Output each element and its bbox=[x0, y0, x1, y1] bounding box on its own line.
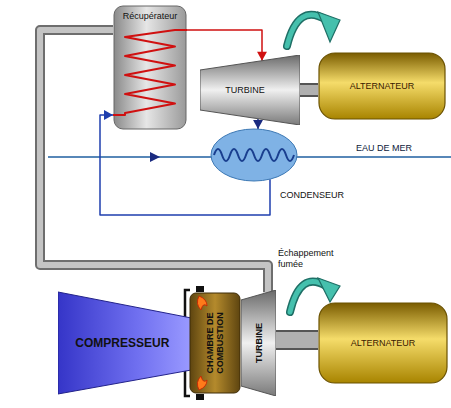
rotation-arrow bbox=[287, 15, 326, 46]
gas-turbine: TURBINE bbox=[241, 290, 276, 396]
steam-line bbox=[253, 119, 263, 129]
steam-line bbox=[187, 30, 267, 61]
alternator-body bbox=[319, 53, 445, 119]
node-label: ALTERNATEUR bbox=[350, 81, 415, 91]
heating-coil bbox=[113, 30, 187, 115]
recuperator: Récupérateur bbox=[113, 5, 187, 130]
turbine-body bbox=[200, 55, 300, 125]
alternator: ALTERNATEUR bbox=[318, 302, 448, 384]
condenser-shape bbox=[210, 128, 298, 182]
compressor: COMPRESSEUR bbox=[58, 290, 191, 396]
turbine: TURBINE bbox=[200, 55, 300, 125]
shaft-stroke bbox=[300, 85, 318, 95]
node-label: Récupérateur bbox=[123, 11, 178, 21]
rotation-arrowhead bbox=[318, 278, 340, 302]
condenser: CONDENSEUR bbox=[210, 128, 298, 182]
rotation-arrow bbox=[290, 282, 326, 312]
shaft-stroke bbox=[300, 83, 318, 97]
chamber-body bbox=[190, 293, 240, 393]
steam-line-stroke bbox=[187, 30, 262, 61]
flame bbox=[197, 376, 207, 390]
alternator-body bbox=[319, 303, 447, 383]
injector bbox=[196, 394, 204, 400]
injector bbox=[196, 286, 204, 292]
node-label: TURBINE bbox=[254, 294, 264, 392]
flame bbox=[197, 296, 207, 310]
rotation-arrow bbox=[290, 282, 326, 312]
turbine-body bbox=[241, 290, 276, 396]
flow-arrow bbox=[150, 152, 160, 162]
shaft bbox=[300, 90, 318, 91]
arrowhead bbox=[257, 52, 267, 61]
recuperator-body bbox=[114, 6, 186, 129]
edge-label: Échappement fumée bbox=[277, 248, 341, 270]
compressor-body bbox=[58, 292, 191, 394]
shaft-stroke bbox=[276, 332, 318, 348]
cooling-coil bbox=[214, 149, 294, 161]
shaft bbox=[276, 340, 318, 341]
recuperator-shape bbox=[113, 5, 187, 130]
condenser-body bbox=[211, 129, 297, 181]
stream-label: EAU DE MER bbox=[356, 143, 412, 153]
node-label: CONDENSEUR bbox=[280, 190, 344, 200]
node-label: CHAMBRE DE COMBUSTION bbox=[205, 296, 225, 390]
node-label: TURBINE bbox=[225, 85, 265, 95]
arrowhead bbox=[253, 120, 263, 129]
node-label: ALTERNATEUR bbox=[351, 338, 416, 348]
node-label: COMPRESSEUR bbox=[75, 337, 169, 350]
combustion-chamber: CHAMBRE DE COMBUSTION bbox=[189, 292, 241, 394]
shaft-stroke bbox=[276, 330, 318, 350]
rotation-arrowhead bbox=[318, 12, 340, 42]
rotation-arrow bbox=[287, 15, 326, 46]
arrowhead bbox=[104, 110, 113, 120]
alternator: ALTERNATEUR bbox=[318, 52, 446, 120]
